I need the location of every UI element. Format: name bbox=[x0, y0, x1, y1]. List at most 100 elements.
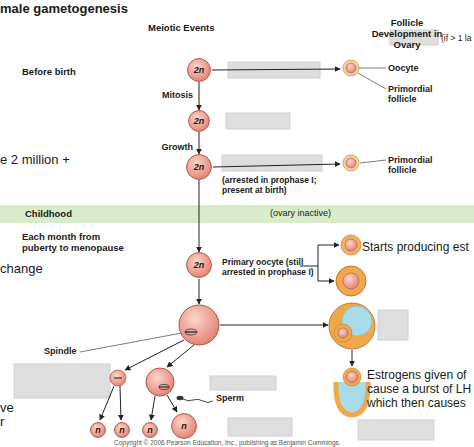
cell-body bbox=[172, 414, 197, 439]
column-heading: Follicle Development in Ovary bbox=[368, 17, 446, 50]
mature-follicle bbox=[329, 303, 375, 349]
part-label: Primordial follicle bbox=[388, 155, 440, 175]
spindle bbox=[185, 331, 197, 332]
arrow bbox=[199, 279, 200, 304]
cell-body bbox=[187, 155, 212, 180]
column-heading: Meiotic Events bbox=[148, 22, 215, 33]
note-text: Estrogens given of cause a burst of LH w… bbox=[367, 368, 474, 410]
oocyte bbox=[343, 273, 359, 289]
band-label: (ovary inactive) bbox=[270, 208, 331, 218]
masked-label bbox=[378, 310, 408, 340]
masked-label bbox=[14, 364, 110, 398]
cell-note: (arrested in prophase I; present at birt… bbox=[222, 175, 344, 195]
leader-line bbox=[80, 332, 187, 352]
leader-line bbox=[355, 68, 386, 69]
note-text: change bbox=[0, 261, 43, 276]
masked-label bbox=[358, 420, 434, 440]
oocyte bbox=[338, 328, 348, 338]
cell-body bbox=[187, 253, 212, 278]
corona bbox=[334, 324, 352, 342]
arrow bbox=[100, 386, 114, 420]
note-text: r bbox=[0, 414, 4, 429]
ovum-cell: n bbox=[171, 413, 197, 439]
band-label: Childhood bbox=[25, 208, 72, 219]
ploidy-label: 2n bbox=[187, 58, 211, 82]
haploid-cell: n bbox=[142, 422, 158, 438]
masked-label bbox=[228, 418, 292, 436]
growing-follicle bbox=[336, 266, 366, 296]
arrow bbox=[213, 164, 340, 167]
cell-body bbox=[189, 111, 210, 132]
ploidy-label: 2n bbox=[186, 154, 212, 180]
cell-body bbox=[91, 423, 106, 438]
cell-body bbox=[115, 423, 130, 438]
arrow bbox=[220, 325, 328, 326]
sperm bbox=[177, 396, 184, 400]
arrow bbox=[212, 69, 340, 70]
cell-body bbox=[143, 423, 158, 438]
arrow bbox=[151, 396, 155, 420]
primary-oocyte-cell: 2n bbox=[186, 252, 212, 278]
copyright-caption: Copyright © 2006 Pearson Education, Inc.… bbox=[114, 439, 341, 446]
part-label: Sperm bbox=[216, 393, 244, 403]
arrow bbox=[352, 350, 353, 366]
life-stage-band: Childhood (ovary inactive) bbox=[0, 205, 474, 223]
arrow bbox=[125, 340, 184, 370]
cell-note: Primary oocyte (still arrested in propha… bbox=[222, 257, 318, 277]
part-label: Spindle bbox=[44, 346, 77, 356]
stage-label: Each month from puberty to menopause bbox=[22, 231, 134, 253]
sperm bbox=[183, 399, 213, 403]
stage-label: Before birth bbox=[22, 66, 76, 77]
arrow-connector bbox=[199, 82, 200, 110]
part-label: Primordial follicle bbox=[388, 84, 440, 104]
spindle bbox=[159, 385, 169, 390]
part-label: Oocyte bbox=[388, 63, 419, 73]
haploid-cell: n bbox=[114, 422, 130, 438]
note-text: e 2 million + bbox=[0, 152, 70, 167]
oocyte bbox=[346, 63, 356, 73]
spindle bbox=[159, 386, 169, 387]
ploidy-label: n bbox=[142, 422, 158, 438]
oocyte bbox=[345, 239, 357, 251]
secondary-oocyte bbox=[146, 368, 174, 396]
arrow-connector bbox=[199, 180, 200, 252]
oocyte-cell bbox=[179, 305, 219, 345]
arrow bbox=[318, 245, 339, 246]
oocyte bbox=[346, 158, 356, 168]
arrow bbox=[120, 386, 121, 420]
primary-oocyte-cell: 2n bbox=[186, 154, 212, 180]
spindle bbox=[185, 329, 197, 335]
primary-follicle bbox=[341, 235, 361, 255]
arrow-connector bbox=[199, 132, 200, 154]
oogonium-cell: 2n bbox=[188, 110, 210, 132]
ploidy-label: 2n bbox=[188, 110, 210, 132]
leader-line bbox=[360, 160, 386, 163]
figure-title: male gametogenesis bbox=[0, 1, 128, 16]
ploidy-label: 2n bbox=[186, 252, 212, 278]
leader-line bbox=[358, 73, 386, 89]
arrow bbox=[167, 345, 194, 367]
masked-label bbox=[222, 155, 322, 171]
primordial-follicle bbox=[343, 60, 359, 76]
ruptured-follicle bbox=[336, 382, 368, 415]
corona bbox=[343, 368, 361, 386]
arrow bbox=[318, 281, 334, 282]
masked-label bbox=[226, 113, 290, 129]
polar-body bbox=[110, 370, 126, 386]
note-text: Starts producing est bbox=[362, 240, 469, 254]
note-text: (if > 1 la bbox=[441, 33, 471, 43]
primordial-follicle bbox=[343, 155, 359, 171]
spindle bbox=[114, 377, 122, 378]
ploidy-label: n bbox=[114, 422, 130, 438]
process-label: Mitosis bbox=[137, 90, 193, 100]
process-label: Growth bbox=[137, 142, 193, 152]
ploidy-label: n bbox=[90, 422, 106, 438]
arrow bbox=[167, 395, 177, 412]
masked-label bbox=[210, 376, 276, 390]
oogonium-cell: 2n bbox=[187, 58, 211, 82]
note-text: ve bbox=[0, 400, 14, 415]
ovulated-oocyte bbox=[347, 372, 358, 383]
